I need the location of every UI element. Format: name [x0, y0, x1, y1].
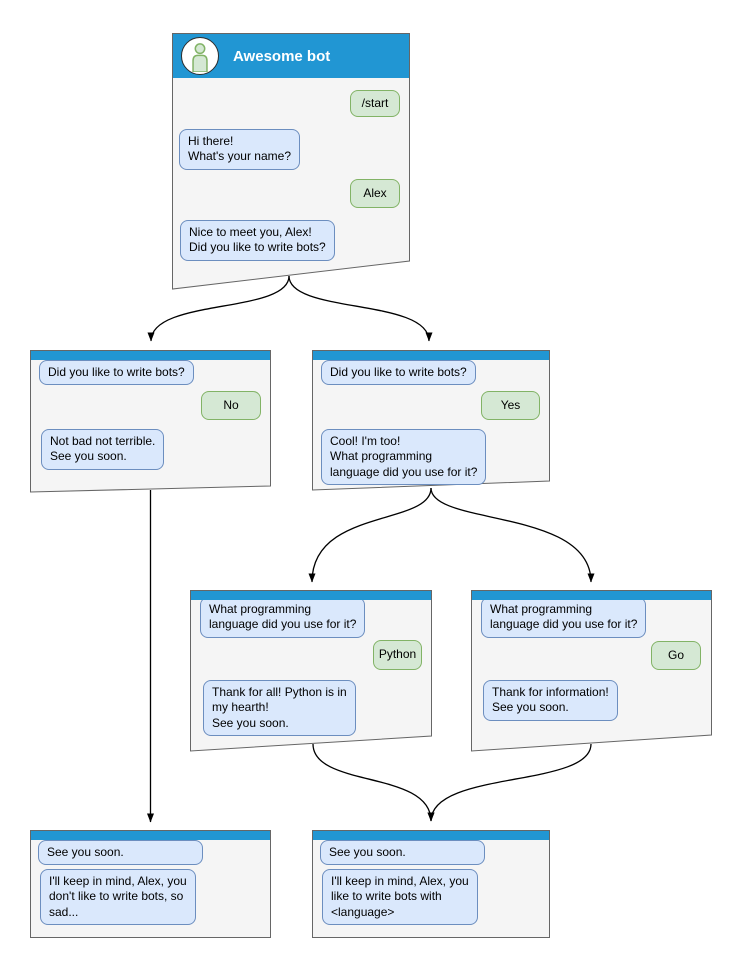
bubble-yes-reply[interactable]: Cool! I'm too! What programming language… — [321, 429, 487, 486]
bubble-yes-answer[interactable]: Yes — [481, 391, 540, 420]
bubble-no-reply[interactable]: Not bad not terrible. See you soon. — [41, 429, 165, 470]
bubble-yes-question[interactable]: Did you like to write bots? — [321, 360, 476, 386]
bubble-go-question[interactable]: What programming language did you use fo… — [481, 597, 647, 638]
bubble-go-answer[interactable]: Go — [651, 641, 701, 670]
yes-branch-header[interactable] — [313, 351, 549, 360]
bubble-python-answer[interactable]: Python — [373, 640, 422, 670]
main-window-header[interactable]: Awesome bot — [173, 34, 409, 78]
bubble-end-yes-reply[interactable]: I'll keep in mind, Alex, you like to wri… — [322, 869, 478, 926]
go-branch-header[interactable] — [472, 591, 711, 600]
bubble-end-no-question[interactable]: See you soon. — [38, 840, 203, 866]
bubble-user-name[interactable]: Alex — [350, 179, 400, 208]
bubble-python-reply[interactable]: Thank for all! Python is in my hearth! S… — [203, 680, 356, 737]
bubble-end-no-reply[interactable]: I'll keep in mind, Alex, you don't like … — [40, 869, 196, 926]
bubble-user-start[interactable]: /start — [350, 90, 400, 117]
bubble-python-question[interactable]: What programming language did you use fo… — [200, 597, 366, 638]
bubble-no-question[interactable]: Did you like to write bots? — [39, 360, 194, 386]
bubble-no-answer[interactable]: No — [201, 391, 261, 420]
bubble-go-reply[interactable]: Thank for information! See you soon. — [483, 680, 618, 721]
no-branch-header[interactable] — [31, 351, 270, 360]
bubble-end-yes-question[interactable]: See you soon. — [320, 840, 485, 866]
window-title: Awesome bot — [233, 47, 331, 65]
user-avatar-icon — [192, 43, 208, 72]
end-no-header[interactable] — [31, 831, 270, 840]
bubble-bot-greeting[interactable]: Hi there! What's your name? — [179, 129, 301, 170]
bot-avatar — [181, 37, 219, 75]
python-branch-header[interactable] — [191, 591, 431, 600]
bubble-bot-nice[interactable]: Nice to meet you, Alex! Did you like to … — [180, 220, 335, 261]
end-yes-header[interactable] — [313, 831, 549, 840]
